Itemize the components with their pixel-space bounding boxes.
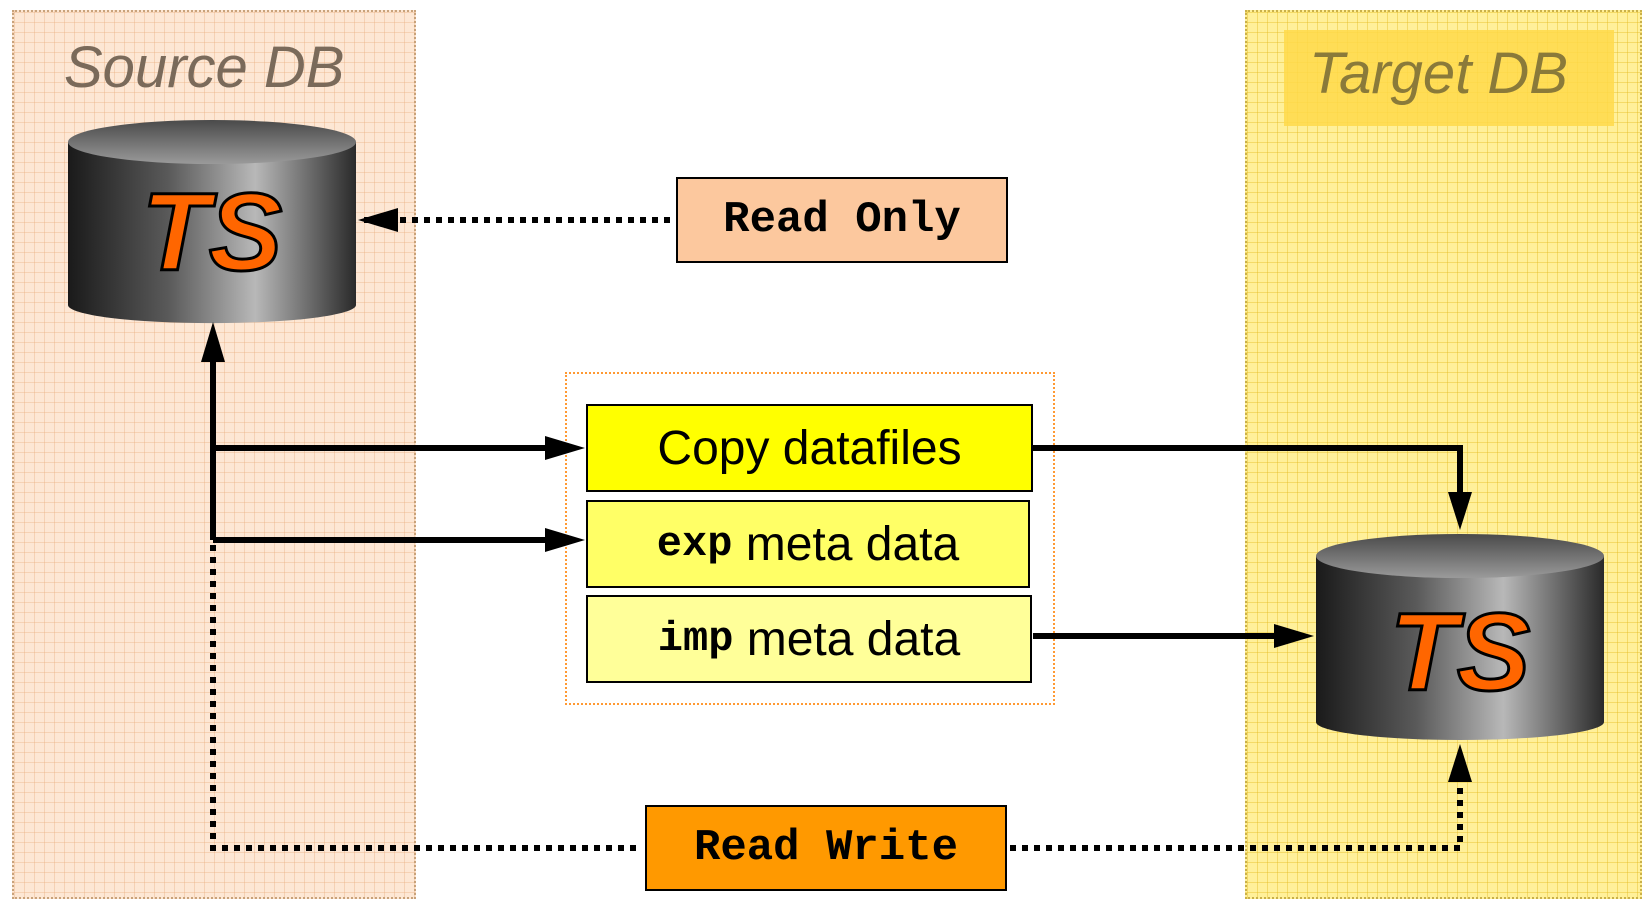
read-write-target-arrowhead: [1448, 744, 1472, 782]
source-ts-label: TS: [142, 171, 283, 294]
copy-to-target-arrowhead: [1448, 492, 1472, 530]
target-database-icon: TS: [1316, 534, 1604, 740]
target-db-title: Target DB: [1309, 41, 1568, 106]
read-only-box: Read Only: [676, 177, 1008, 263]
read-write-target-line: [1010, 770, 1463, 851]
read-write-source-line: [210, 545, 640, 851]
exp-branch-arrowhead: [545, 528, 585, 552]
imp-command: imp: [657, 615, 734, 663]
source-db-title: Source DB: [64, 35, 345, 100]
export-metadata-box: exp meta data: [586, 500, 1030, 588]
copy-branch-arrowhead: [545, 436, 585, 460]
export-metadata-label: meta data: [732, 517, 960, 571]
source-database-icon: TS: [68, 120, 356, 324]
read-only-label: Read Only: [723, 195, 961, 245]
source-up-arrowhead: [201, 322, 225, 362]
import-metadata-box: imp meta data: [586, 595, 1032, 683]
copy-to-target-line: [1033, 445, 1463, 505]
target-title-highlight: [1284, 30, 1614, 126]
read-write-label: Read Write: [693, 823, 959, 873]
import-metadata-label: meta data: [733, 612, 961, 666]
exp-command: exp: [656, 520, 733, 568]
copy-datafiles-box: Copy datafiles: [586, 404, 1033, 492]
target-ts-label: TS: [1390, 591, 1531, 714]
read-write-box: Read Write: [645, 805, 1007, 891]
copy-datafiles-label: Copy datafiles: [657, 421, 962, 475]
target-db-panel: Target DB: [1245, 10, 1642, 899]
read-only-arrowhead: [358, 208, 398, 232]
imp-to-target-arrowhead: [1274, 624, 1314, 648]
